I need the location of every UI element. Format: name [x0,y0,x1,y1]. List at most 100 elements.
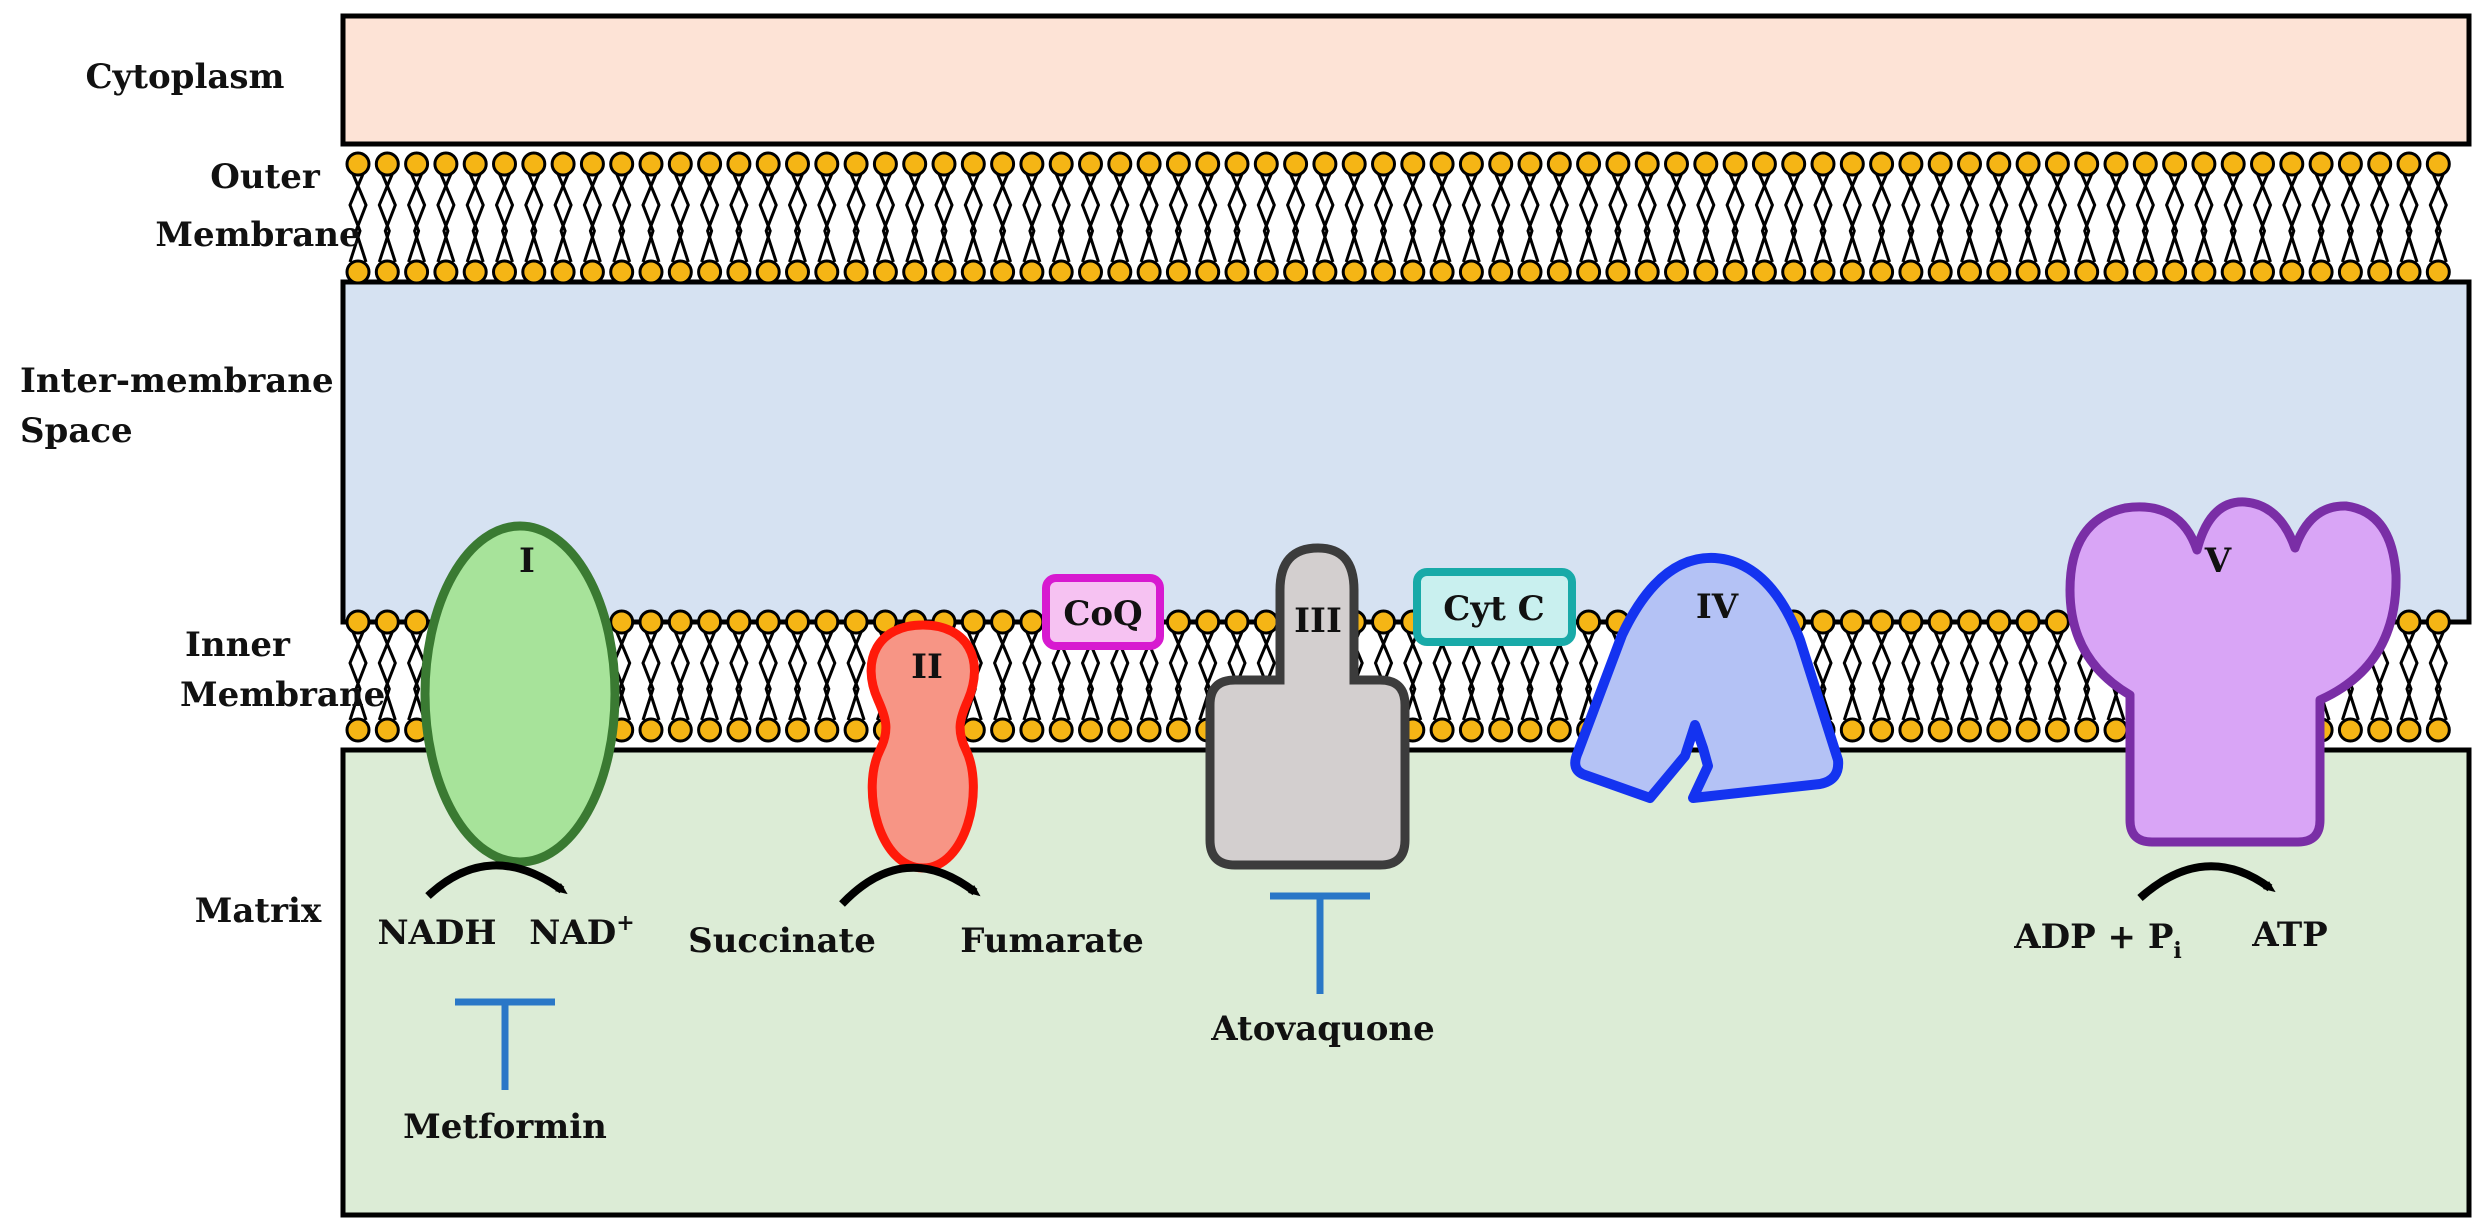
lipid-tail [1754,173,1775,263]
lipid-head [1927,259,1953,285]
lipid-head [1957,609,1982,635]
lipid-head [1078,151,1103,177]
lipid-head [462,151,488,177]
lipid-head [1312,259,1338,285]
lipid-head [785,259,810,285]
lipid-head [1195,151,1221,177]
lipid-head [1253,609,1279,635]
lipid-head [404,151,430,177]
lipid-tail [2077,173,2097,263]
inner-membrane-label-2: Membrane [180,675,385,715]
lipid-head [1810,609,1836,635]
lipid-head [2162,151,2188,177]
lipid-head [1898,717,1924,743]
lipid-tail [553,173,573,263]
lipid-tail [1959,173,1980,263]
lipid-head [1986,609,2012,635]
lipid-tail [758,631,778,721]
lipid-head [492,151,517,177]
lipid-tail [1637,173,1657,263]
lipid-tail [1022,173,1042,263]
lipid-head [1253,259,1279,285]
lipid-head [1869,609,1895,635]
lipid-head [872,259,898,285]
lipid-head [1927,151,1953,177]
lipid-tail [377,631,397,721]
lipid-head [1546,259,1572,285]
lipid-head [872,151,898,177]
lipid-head [785,609,810,635]
lipid-head [785,151,810,177]
lipid-tail [846,631,866,721]
lipid-tail [1227,173,1247,263]
lipid-head [960,259,986,285]
lipid-tail [2370,173,2390,263]
lipid-tail [1842,631,1862,721]
lipid-head [609,609,635,635]
lipid-head [1165,717,1191,743]
lipid-head [2074,259,2100,285]
lipid-head [1165,151,1191,177]
lipid-tail [494,173,515,263]
lipid-tail [905,173,925,263]
lipid-tail [612,173,632,263]
lipid-head [2425,717,2451,743]
lipid-head [2425,151,2451,177]
lipid-tail [787,173,808,263]
adp-text: ADP + P [2013,917,2173,957]
reaction-arrow-complex-ii [839,863,981,907]
lipid-tail [1022,631,1042,721]
lipid-tail [2135,173,2155,263]
lipid-head [521,259,547,285]
fumarate-label: Fumarate [960,921,1144,961]
coq-carrier [1042,574,1164,650]
lipid-tail [2340,173,2361,263]
lipid-head [550,151,576,177]
lipid-head [374,609,400,635]
lipid-tail [729,173,749,263]
lipid-head [1927,609,1953,635]
lipid-head [1429,717,1455,743]
lipid-head [1517,259,1543,285]
lipid-head [1458,717,1484,743]
outer-membrane-label: Outer [210,157,321,197]
nad-text: NAD [529,913,616,953]
lipid-head [492,259,517,285]
lipid-head [1722,151,1748,177]
lipid-tail [2399,173,2419,263]
lipid-head [2015,609,2041,635]
lipid-tail [1168,631,1189,721]
lipid-tail [1871,173,1892,263]
lipid-head [2396,151,2422,177]
lipid-head [638,151,664,177]
lipid-head [2396,717,2422,743]
lipid-head [2396,259,2422,285]
lipid-tail [1139,173,1159,263]
lipid-head [1253,151,1279,177]
lipid-head [2015,259,2041,285]
lipid-tail [406,631,427,721]
lipid-tail [641,173,661,263]
lipid-head [814,717,840,743]
lipid-head [1224,259,1250,285]
lipid-head [1195,609,1221,635]
lipid-tail [1901,173,1921,263]
lipid-head [2220,259,2246,285]
complex-i-label: I [519,541,535,581]
lipid-tail [2311,173,2331,263]
lipid-head [2367,717,2393,743]
lipid-tail [1930,173,1950,263]
lipid-tail [846,173,866,263]
lipid-head [1078,717,1103,743]
lipid-tail [787,631,808,721]
cytochrome-c-label: Cyt C [1443,589,1544,629]
lipid-head [990,151,1016,177]
lipid-head [726,151,752,177]
lipid-head [1898,151,1924,177]
lipid-head [1693,259,1719,285]
lipid-head [1751,151,1777,177]
lipid-tail [1608,173,1628,263]
lipid-head [1136,151,1162,177]
lipid-tail [963,173,983,263]
lipid-tail [2428,631,2448,721]
